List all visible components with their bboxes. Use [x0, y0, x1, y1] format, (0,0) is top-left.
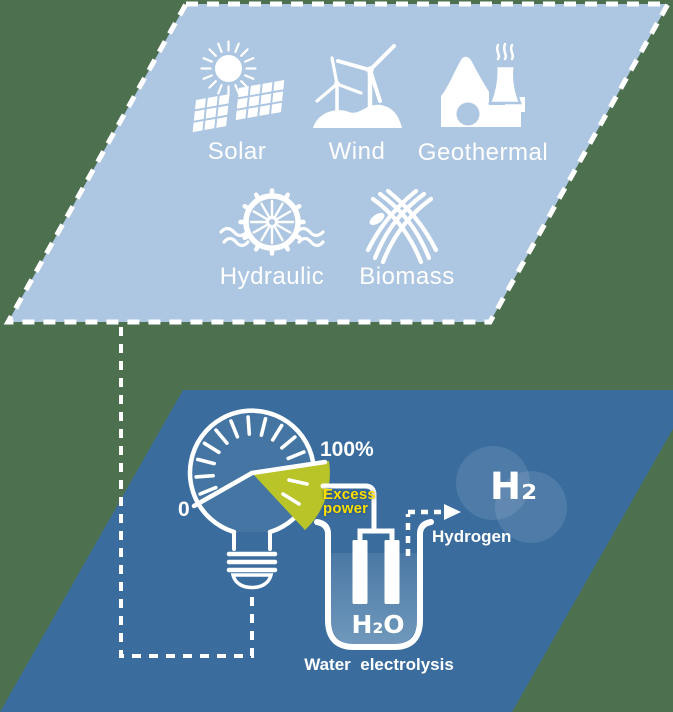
excess-power-label: Excess power — [323, 486, 376, 517]
hydrogen-label: Hydrogen — [432, 527, 512, 546]
h2-molecule-label: H₂ — [490, 465, 538, 508]
bulb-base — [226, 530, 278, 590]
hydraulic-label: Hydraulic — [219, 263, 325, 290]
beaker-outline — [314, 519, 434, 650]
solar-label: Solar — [207, 138, 267, 165]
electrolysis-panel — [0, 390, 673, 712]
gauge-needle — [191, 470, 255, 509]
h2-bubbles — [456, 446, 567, 543]
gauge-max-label: 100% — [320, 438, 374, 461]
solar-icon — [192, 40, 285, 133]
wind-label: Wind — [328, 138, 386, 165]
gauge-ticks — [194, 415, 306, 496]
excess-wedge — [252, 461, 330, 530]
electrode-left — [352, 540, 368, 604]
power-wire — [320, 483, 377, 534]
gauge-min-label: 0 — [178, 498, 190, 521]
geothermal-icon — [441, 42, 525, 127]
excess-power-line2: power — [323, 499, 369, 517]
biomass-label: Biomass — [359, 263, 455, 290]
excess-power-line1: Excess — [323, 486, 376, 503]
electrolysis-beaker-icon — [314, 483, 434, 650]
wedge-ticks — [281, 478, 309, 506]
gauge-max-line — [249, 459, 328, 476]
arrowhead — [444, 504, 461, 520]
wind-icon — [313, 44, 402, 128]
dashed-arrow-icon — [405, 504, 461, 556]
light-bulb-gauge-icon — [187, 408, 330, 590]
biomass-icon — [365, 188, 439, 265]
connector-dashed-line — [119, 327, 254, 658]
electrode-right — [384, 540, 400, 604]
water-electrolysis-caption: Water electrolysis — [304, 655, 454, 674]
h2o-label: H₂O — [351, 610, 405, 639]
geothermal-label: Geothermal — [417, 139, 549, 166]
hydraulic-icon — [219, 188, 325, 256]
